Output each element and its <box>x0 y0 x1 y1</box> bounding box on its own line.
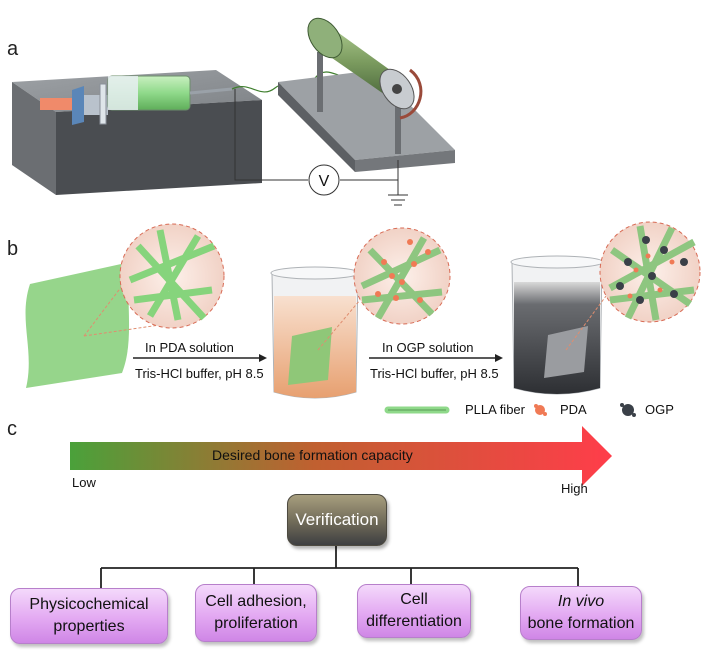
step2-buffer: Tris-HCl buffer, pH 8.5 <box>370 366 499 381</box>
leaf-cell-differentiation: Cell differentiation <box>357 584 471 638</box>
leaf-physicochemical-line1: Physicochemical <box>29 596 149 613</box>
leaf-in-vivo-line2: bone formation <box>527 615 635 632</box>
verification-box: Verification <box>287 494 387 546</box>
zoom-circle-1 <box>119 223 225 329</box>
leaf-cell-differentiation-line2: differentiation <box>366 613 462 630</box>
legend-plla-fiber-label: PLLA fiber <box>465 402 525 417</box>
step2-condition: In OGP solution <box>382 340 474 355</box>
legend-pda-label: PDA <box>560 402 587 417</box>
panel-label-b: b <box>7 238 19 260</box>
verification-label: Verification <box>295 510 379 529</box>
beaker-ogp <box>510 255 604 395</box>
leaf-physicochemical-line2: properties <box>53 618 125 635</box>
pump-platform <box>12 70 262 195</box>
capacity-arrow-label: Desired bone formation capacity <box>212 447 413 463</box>
leaf-cell-adhesion-line1: Cell adhesion, <box>205 593 307 610</box>
leaf-physicochemical: Physicochemical properties <box>10 588 168 644</box>
voltage-symbol: V <box>319 173 330 190</box>
scale-high-label: High <box>561 481 588 496</box>
leaf-in-vivo: In vivo bone formation <box>520 586 642 640</box>
panel-label-a: a <box>7 38 19 60</box>
scale-low-label: Low <box>72 475 96 490</box>
step1-condition: In PDA solution <box>145 340 234 355</box>
leaf-cell-differentiation-line1: Cell <box>400 591 428 608</box>
rotating-drum <box>307 17 423 154</box>
leaf-cell-adhesion-line2: proliferation <box>214 615 298 632</box>
beaker-pda <box>270 266 360 399</box>
legend-ogp-label: OGP <box>645 402 674 417</box>
collector-plate <box>278 70 455 172</box>
step1-buffer: Tris-HCl buffer, pH 8.5 <box>135 366 264 381</box>
legend-ogp-swatch <box>620 403 636 417</box>
high-voltage-circuit <box>234 89 408 206</box>
legend-pda-swatch <box>534 404 547 416</box>
leaf-in-vivo-line1: In vivo <box>557 593 605 610</box>
capacity-gradient-arrow <box>70 426 612 486</box>
zoom-circle-2 <box>317 227 451 351</box>
syringe <box>40 75 233 125</box>
panel-label-c: c <box>7 418 17 440</box>
leaf-cell-adhesion: Cell adhesion, proliferation <box>195 584 317 642</box>
tree-connectors <box>100 545 579 588</box>
zoom-circle-3 <box>565 221 701 351</box>
